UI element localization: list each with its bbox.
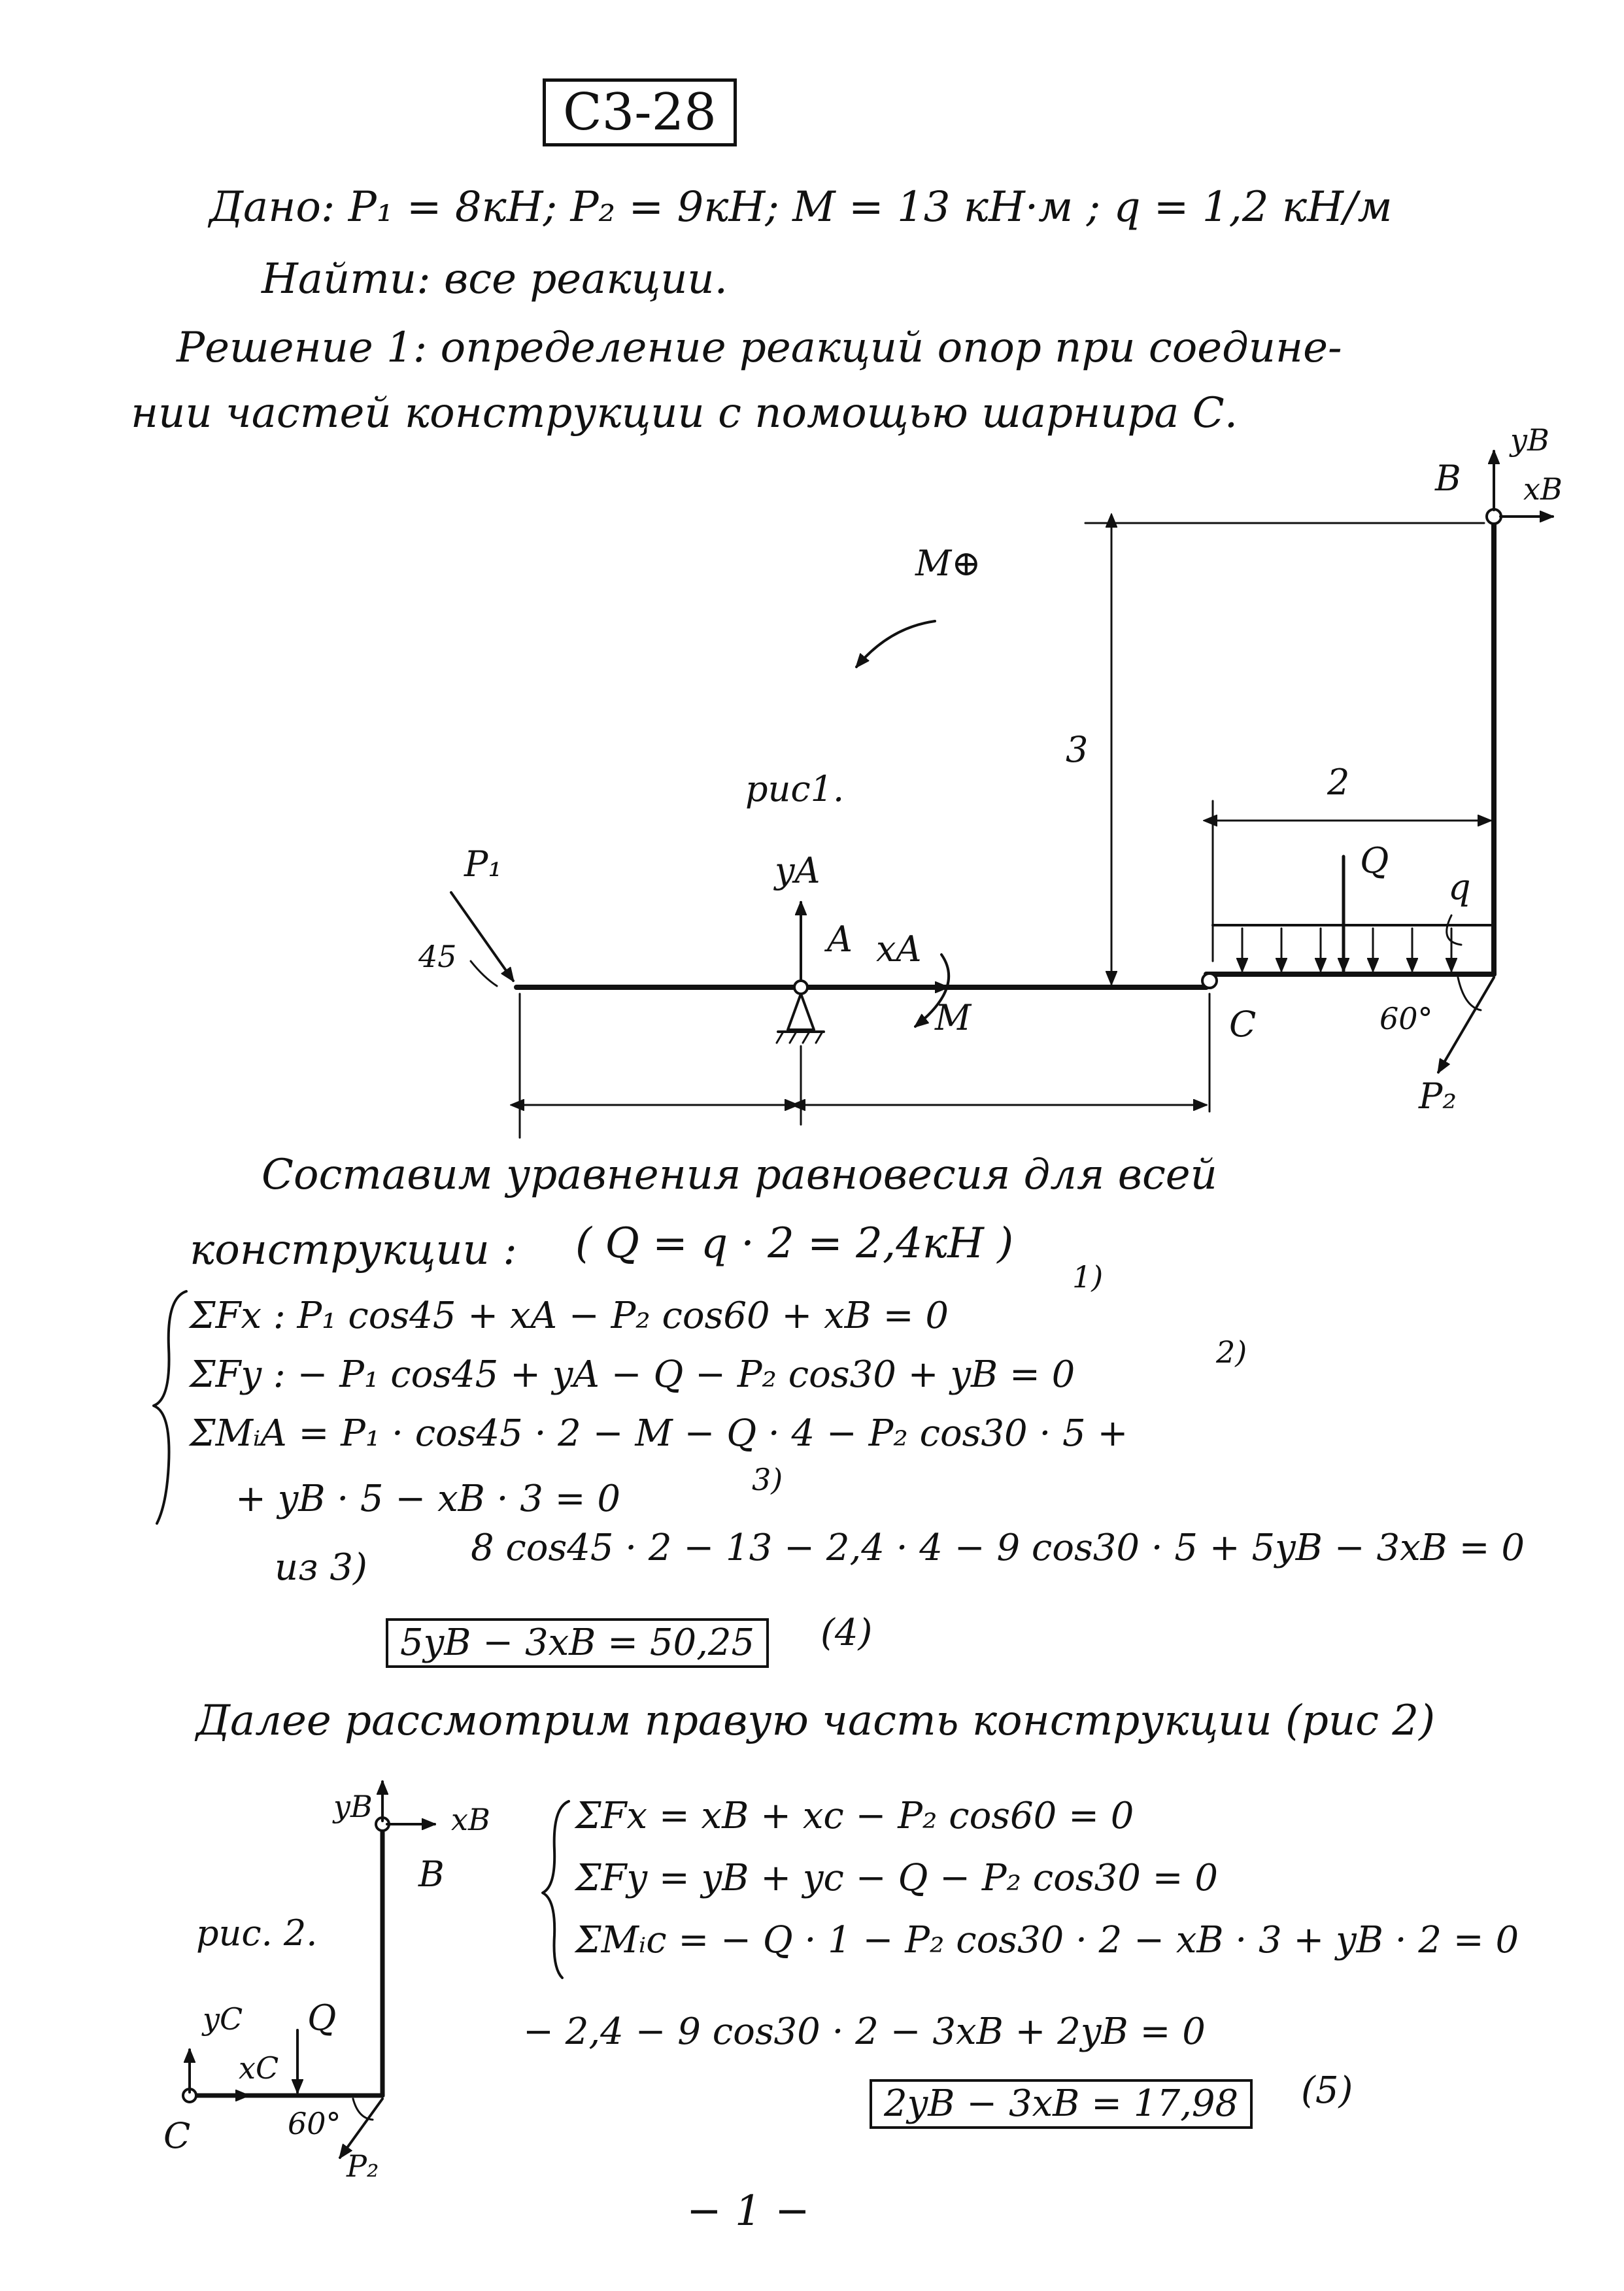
result-eq5: 2yB − 3xB = 17,98 — [870, 2079, 1253, 2129]
fig1-moment-top-label: M⊕ — [915, 543, 981, 584]
page-number: − 1 − — [686, 2187, 810, 2235]
result-eq4-num: (4) — [820, 1612, 873, 1654]
fig2-q-label: Q — [307, 1997, 337, 2039]
fig1-xa-label: xA — [876, 928, 922, 970]
sys1-eq3-num: 3) — [752, 1462, 783, 1497]
compose-line-2: конструкции : — [190, 1226, 517, 1274]
fig1-m-label: M — [935, 997, 972, 1038]
support-a — [787, 993, 815, 1031]
fig1-a-label: A — [827, 919, 853, 960]
fig2-angle60-label: 60° — [288, 2106, 341, 2141]
solution-line-1: Решение 1: определение реакций опор при … — [177, 324, 1342, 372]
fig1-q-resultant-label: Q — [1360, 840, 1389, 881]
fig2-b-label: B — [418, 1854, 445, 1895]
fig1-angle45-label: 45 — [418, 939, 457, 974]
sys1-eq3a: ΣMᵢA = P₁ · cos45 · 2 − M − Q · 4 − P₂ c… — [190, 1412, 1128, 1455]
fig2-yc-label: yC — [203, 2001, 243, 2037]
fig1-p1-label: P₁ — [464, 843, 502, 885]
find-line: Найти: все реакции. — [262, 255, 728, 303]
solution-line-2: нии частей конструкции с помощью шарнира… — [131, 389, 1238, 437]
sys1-eq3b: + yB · 5 − xB · 3 = 0 — [235, 1478, 620, 1520]
fig1-p2-label: P₂ — [1419, 1076, 1457, 1117]
hinge-c — [1201, 972, 1218, 989]
sys2-eq1: ΣFx = xB + xc − P₂ cos60 = 0 — [575, 1795, 1134, 1837]
result-eq4: 5yB − 3xB = 50,25 — [386, 1618, 770, 1668]
sys1-eq2-num: 2) — [1216, 1334, 1247, 1370]
fig2-xb-label: xB — [451, 1802, 490, 1837]
expr-eq5: − 2,4 − 9 cos30 · 2 − 3xB + 2yB = 0 — [523, 2011, 1206, 2053]
fig1-c-label: C — [1229, 1004, 1257, 1045]
fig1-caption: рис1. — [745, 768, 845, 809]
sys1-eq1: ΣFx : P₁ cos45 + xA − P₂ cos60 + xB = 0 — [190, 1295, 949, 1337]
given-line: Дано: P₁ = 8кН; P₂ = 9кН; M = 13 кН·м ; … — [209, 183, 1393, 231]
from-eq3-expression: 8 cos45 · 2 − 13 − 2,4 · 4 − 9 cos30 · 5… — [471, 1527, 1525, 1569]
moment-arrow — [855, 620, 936, 667]
fig2-p2-label: P₂ — [347, 2148, 379, 2184]
fig1-b-label: B — [1435, 458, 1461, 499]
moment-arc-a — [915, 953, 951, 1028]
fig1-yb-label: yB — [1510, 422, 1549, 458]
sys2-eq2: ΣFy = yB + yc − Q − P₂ cos30 = 0 — [575, 1857, 1219, 1899]
sys1-eq1-num: 1) — [1072, 1259, 1104, 1295]
sys1-eq2: ΣFy : − P₁ cos45 + yA − Q − P₂ cos30 + y… — [190, 1353, 1075, 1396]
next-line: Далее рассмотрим правую часть конструкци… — [196, 1697, 1436, 1745]
force-p2 — [1437, 976, 1495, 1072]
fig2-c-label: C — [163, 2115, 191, 2156]
problem-title: С3-28 — [543, 78, 737, 146]
fig1-dim-vertical-label: 3 — [1066, 729, 1089, 770]
fig2-p2-arrow — [339, 2097, 384, 2158]
fig1-ya-label: yA — [775, 850, 820, 891]
sys2-eq3: ΣMᵢc = − Q · 1 − P₂ cos30 · 2 − xB · 3 +… — [575, 1919, 1519, 1961]
fig2-caption: рис. 2. — [196, 1912, 318, 1954]
fig2-xc-label: xC — [239, 2050, 279, 2086]
compose-line-1: Составим уравнения равновесия для всей — [262, 1151, 1217, 1199]
fig1-angle60-label: 60° — [1379, 1001, 1433, 1036]
q-definition: ( Q = q · 2 = 2,4кН ) — [575, 1219, 1014, 1268]
fig2-yb-label: yB — [333, 1789, 373, 1824]
from-eq3-label: из 3) — [275, 1546, 367, 1589]
result-eq5-num: (5) — [1301, 2069, 1353, 2112]
fig1-xb-label: xB — [1523, 471, 1563, 507]
fig1-q-distributed-label: q — [1448, 866, 1471, 908]
fig1-dim-top-label: 2 — [1327, 762, 1350, 803]
force-p1 — [450, 891, 515, 981]
